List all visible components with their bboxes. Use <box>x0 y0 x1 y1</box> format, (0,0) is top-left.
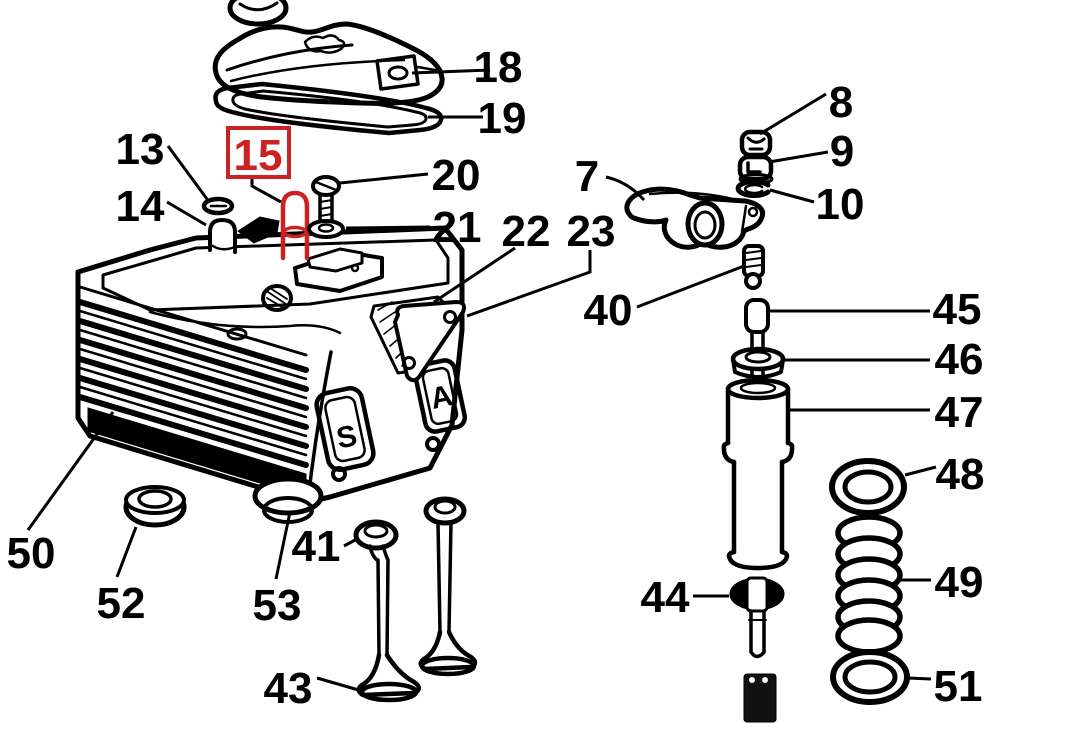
bolt-20-part <box>311 175 341 224</box>
valve-right-part <box>418 496 478 677</box>
leader-51 <box>907 676 932 681</box>
callout-45: 45 <box>933 285 982 334</box>
leader-52 <box>115 526 138 578</box>
callout-21: 21 <box>433 203 482 252</box>
callout-15: 15 <box>234 131 283 180</box>
callout-20: 20 <box>432 151 481 200</box>
callout-8: 8 <box>829 78 853 127</box>
oil-cap-part <box>227 0 289 27</box>
leader-lines <box>26 68 937 693</box>
grommet-52-part <box>123 485 187 528</box>
leader-50 <box>26 411 115 531</box>
cap-14-part <box>208 218 237 254</box>
callout-46: 46 <box>935 335 984 384</box>
callout-47: 47 <box>935 388 984 437</box>
callout-50: 50 <box>7 529 56 578</box>
stem-cap-45-part <box>744 298 770 386</box>
cover-gasket-part <box>213 81 444 136</box>
callout-13: 13 <box>116 125 165 174</box>
callout-43: 43 <box>264 664 313 713</box>
callout-7: 7 <box>575 152 599 201</box>
callout-18: 18 <box>474 43 523 92</box>
spring-cap-41-part <box>353 519 399 551</box>
cooling-fins <box>77 299 309 498</box>
spring-sleeve-47-part <box>721 377 795 571</box>
exhaust-port <box>314 386 376 472</box>
callout-22: 22 <box>502 207 551 256</box>
highlighted-part-15 <box>280 190 310 261</box>
keeper-44-part <box>729 576 785 659</box>
callout-15-highlight-box <box>226 126 291 179</box>
callout-40: 40 <box>584 286 633 335</box>
callout-labels: 18 19 13 15 20 14 21 22 23 7 8 9 10 40 4… <box>7 43 985 713</box>
callout-10: 10 <box>816 180 865 229</box>
callout-19: 19 <box>478 94 527 143</box>
callout-53: 53 <box>253 581 302 630</box>
leader-22 <box>433 246 516 304</box>
leader-8 <box>759 92 827 136</box>
flange-nut-21-part <box>307 219 345 239</box>
leader-20 <box>339 172 429 185</box>
leader-43 <box>316 676 363 693</box>
nut-8-part <box>739 129 773 158</box>
side-plate-part <box>393 300 467 383</box>
leader-14 <box>166 200 207 227</box>
intake-port <box>412 358 468 434</box>
leader-53 <box>274 511 292 580</box>
callout-51: 51 <box>934 662 983 711</box>
adjuster-40-part <box>742 244 765 290</box>
callout-49: 49 <box>935 558 984 607</box>
callout-44: 44 <box>641 573 690 622</box>
leader-21 <box>345 225 431 230</box>
callout-23: 23 <box>567 207 616 256</box>
nut-9-part <box>737 154 774 185</box>
leader-23 <box>466 250 592 318</box>
valve-left-part <box>356 544 421 703</box>
callout-48: 48 <box>936 450 985 499</box>
callout-14: 14 <box>116 182 165 231</box>
leader-48 <box>904 465 937 477</box>
tappet-guide-part <box>743 673 777 723</box>
leader-41 <box>343 537 358 548</box>
washer-51-part <box>830 649 910 705</box>
leader-10 <box>769 188 815 204</box>
rocker-arm-part <box>624 186 766 250</box>
leader-7 <box>605 175 646 201</box>
leader-40 <box>636 264 745 309</box>
ring-48-part <box>829 458 907 516</box>
collar-46-part <box>730 346 786 379</box>
leader-18 <box>411 68 491 75</box>
cylinder-head-part: S A <box>75 216 468 524</box>
leader-9 <box>768 150 829 164</box>
valve-spring-49-part <box>835 514 903 655</box>
washer-10-part <box>735 179 771 198</box>
callout-52: 52 <box>97 579 146 628</box>
leader-15 <box>250 178 282 204</box>
leader-13 <box>166 145 209 200</box>
callout-9: 9 <box>830 127 854 176</box>
callout-41: 41 <box>292 522 341 571</box>
oring-13-part <box>201 196 235 216</box>
